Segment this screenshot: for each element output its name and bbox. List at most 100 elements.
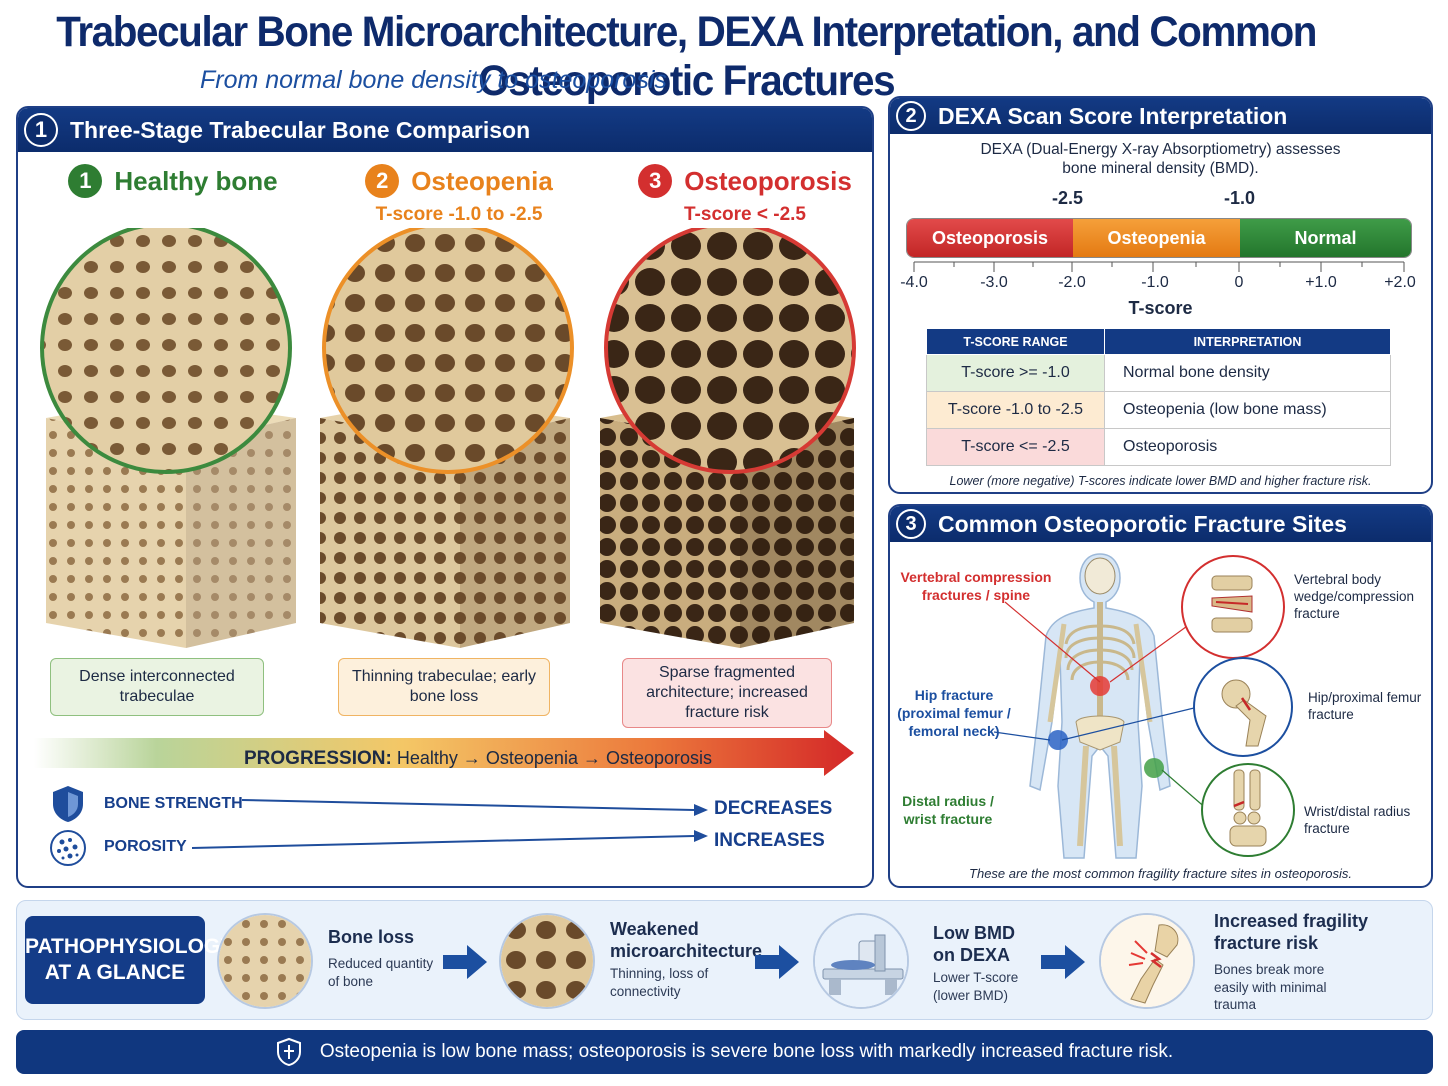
arrow-right-icon [755, 945, 799, 979]
dexa-description-line: bone mineral density (BMD). [1062, 160, 1259, 178]
axis-title: T-score [1128, 298, 1193, 318]
footer-text: Osteopenia is low bone mass; osteoporosi… [319, 1041, 1174, 1062]
panel-number-badge: 3 [896, 509, 926, 539]
step-desc: Lower T-score (lower BMD) [933, 970, 1019, 1003]
stage-name: Healthy bone [114, 165, 278, 196]
axis-tick-label: -2.0 [1058, 274, 1086, 291]
scale-segment-normal: Normal [1240, 219, 1411, 257]
wrist-inset [1201, 763, 1295, 857]
table-row: T-score <= -2.5 Osteoporosis [926, 428, 1391, 466]
osteoporosis-bone-illustration [600, 228, 856, 648]
wrist-label: Distal radius / wrist fracture [902, 793, 994, 828]
progression-label: PROGRESSION: [244, 748, 392, 769]
stage-tscore: T-score -1.0 to -2.5 [375, 204, 543, 225]
axis-tick-label: -4.0 [900, 274, 928, 291]
axis-tick-label: -3.0 [980, 274, 1008, 291]
scale-axis [913, 261, 1405, 272]
scale-segment-osteopenia: Osteopenia [1073, 219, 1240, 257]
bone-strength-result: DECREASES [714, 798, 833, 819]
osteoporosis-caption: Sparse fragmented architecture; increase… [622, 658, 832, 728]
stage-number-badge: 3 [638, 164, 673, 198]
tscore-range-cell: T-score >= -1.0 [926, 354, 1105, 392]
microarchitecture-icon [499, 913, 595, 1009]
osteopenia-bone-illustration [320, 228, 574, 648]
porosity-label: POROSITY [104, 838, 187, 855]
dexa-panel: 2 DEXA Scan Score Interpretation DEXA (D… [888, 96, 1433, 494]
scale-segment-osteoporosis: Osteoporosis [907, 219, 1073, 257]
progression-step: Osteoporosis [606, 748, 713, 768]
stage-number-badge: 1 [68, 164, 103, 198]
axis-tick-label: +2.0 [1384, 274, 1416, 291]
panel-heading: Three-Stage Trabecular Bone Comparison [70, 116, 531, 143]
stage-osteoporosis: 3 Osteoporosis T-score < -2.5 [610, 164, 872, 226]
bone-comparison-panel: 1 Three-Stage Trabecular Bone Comparison… [16, 106, 874, 888]
porosity-arrow [192, 830, 708, 849]
healthy-caption: Dense interconnected trabeculae [50, 658, 264, 716]
arrow-glyph: → [462, 748, 481, 768]
threshold-label: -2.5 [1052, 188, 1084, 208]
dexa-scanner-icon [813, 913, 909, 1009]
osteopenia-caption: Thinning trabeculae; early bone loss [338, 658, 550, 716]
panel-header: 1 Three-Stage Trabecular Bone Comparison [18, 108, 872, 152]
shield-icon [276, 1037, 301, 1067]
axis-tick-label: 0 [1234, 274, 1244, 291]
fracture-note: These are the most common fragility frac… [969, 866, 1352, 881]
hip-detail: Hip/proximal femur fracture [1308, 690, 1422, 722]
wrist-detail: Wrist/distal radius fracture [1304, 804, 1411, 836]
panel-header: 3 Common Osteoporotic Fracture Sites [890, 506, 1431, 542]
stage-number-badge: 2 [365, 164, 400, 198]
progression-text: PROGRESSION: Healthy → Osteopenia → Oste… [244, 748, 712, 770]
threshold-label: -1.0 [1224, 188, 1256, 208]
step-title: Weakened microarchitecture [610, 919, 763, 961]
stage-name: Osteoporosis [684, 165, 852, 196]
table-row: T-score -1.0 to -2.5 Osteopenia (low bon… [926, 391, 1391, 429]
interpretation-cell: Osteopenia (low bone mass) [1104, 391, 1391, 429]
tscore-range-cell: T-score <= -2.5 [926, 428, 1105, 466]
vertebral-detail: Vertebral body wedge/compression fractur… [1294, 572, 1415, 621]
fractured-bone-icon [1099, 913, 1195, 1009]
interpretation-cell: Osteoporosis [1104, 428, 1391, 466]
pathophysiology-label-line: PATHOPHYSIOLOGY [25, 934, 235, 958]
panel-heading: Common Osteoporotic Fracture Sites [938, 510, 1347, 537]
porous-bone-icon [50, 830, 86, 866]
table-header: INTERPRETATION [1104, 328, 1391, 355]
hip-label: Hip fracture (proximal femur / femoral n… [897, 687, 1011, 740]
table-row: T-score >= -1.0 Normal bone density [926, 354, 1391, 392]
footer-banner: Osteopenia is low bone mass; osteoporosi… [16, 1030, 1433, 1074]
progression-step: Healthy [396, 748, 458, 768]
fracture-sites-panel: 3 Common Osteoporotic Fracture Sites [888, 504, 1433, 888]
panel-number-badge: 2 [896, 101, 926, 131]
panel-heading: DEXA Scan Score Interpretation [938, 102, 1288, 129]
leader-lines [993, 601, 1209, 811]
bone-loss-icon [217, 913, 313, 1009]
bone-strength-arrow [242, 799, 708, 816]
bone-strength-label: BONE STRENGTH [104, 795, 243, 812]
interpretation-cell: Normal bone density [1104, 354, 1391, 392]
table-note: Lower (more negative) T-scores indicate … [949, 474, 1372, 488]
tscore-range-cell: T-score -1.0 to -2.5 [926, 391, 1105, 429]
page-subtitle: From normal bone density to osteoporosis [200, 66, 667, 94]
axis-tick-label: +1.0 [1305, 274, 1337, 291]
step-title: Low BMD on DEXA [933, 923, 1015, 965]
axis-tick-label: -1.0 [1141, 274, 1169, 291]
vertebra-inset [1181, 555, 1285, 659]
healthy-bone-illustration [40, 228, 296, 648]
stage-name: Osteopenia [411, 165, 553, 196]
shield-icon [53, 786, 83, 822]
arrow-right-icon [1041, 945, 1085, 979]
dexa-description: DEXA (Dual-Energy X-ray Absorptiometry) … [890, 140, 1431, 179]
table-header: T-SCORE RANGE [926, 328, 1105, 355]
step-title: Increased fragility fracture risk [1214, 911, 1369, 953]
dexa-description-line: DEXA (Dual-Energy X-ray Absorptiometry) … [980, 141, 1341, 158]
tscore-table: T-SCORE RANGE INTERPRETATION T-score >= … [926, 328, 1391, 466]
skeleton-figure [1029, 553, 1171, 859]
step-desc: Thinning, loss of connectivity [610, 966, 709, 999]
panel-header: 2 DEXA Scan Score Interpretation [890, 98, 1431, 134]
arrow-glyph: → [582, 748, 601, 768]
pathophysiology-strip: PATHOPHYSIOLOGY AT A GLANCE Bone loss Re… [16, 900, 1433, 1020]
stage-osteopenia: 2 Osteopenia T-score -1.0 to -2.5 [324, 164, 594, 226]
arrow-right-icon [443, 945, 487, 979]
stage-tscore: T-score < -2.5 [684, 204, 806, 225]
step-title: Bone loss [328, 927, 415, 947]
porosity-result: INCREASES [714, 830, 825, 851]
